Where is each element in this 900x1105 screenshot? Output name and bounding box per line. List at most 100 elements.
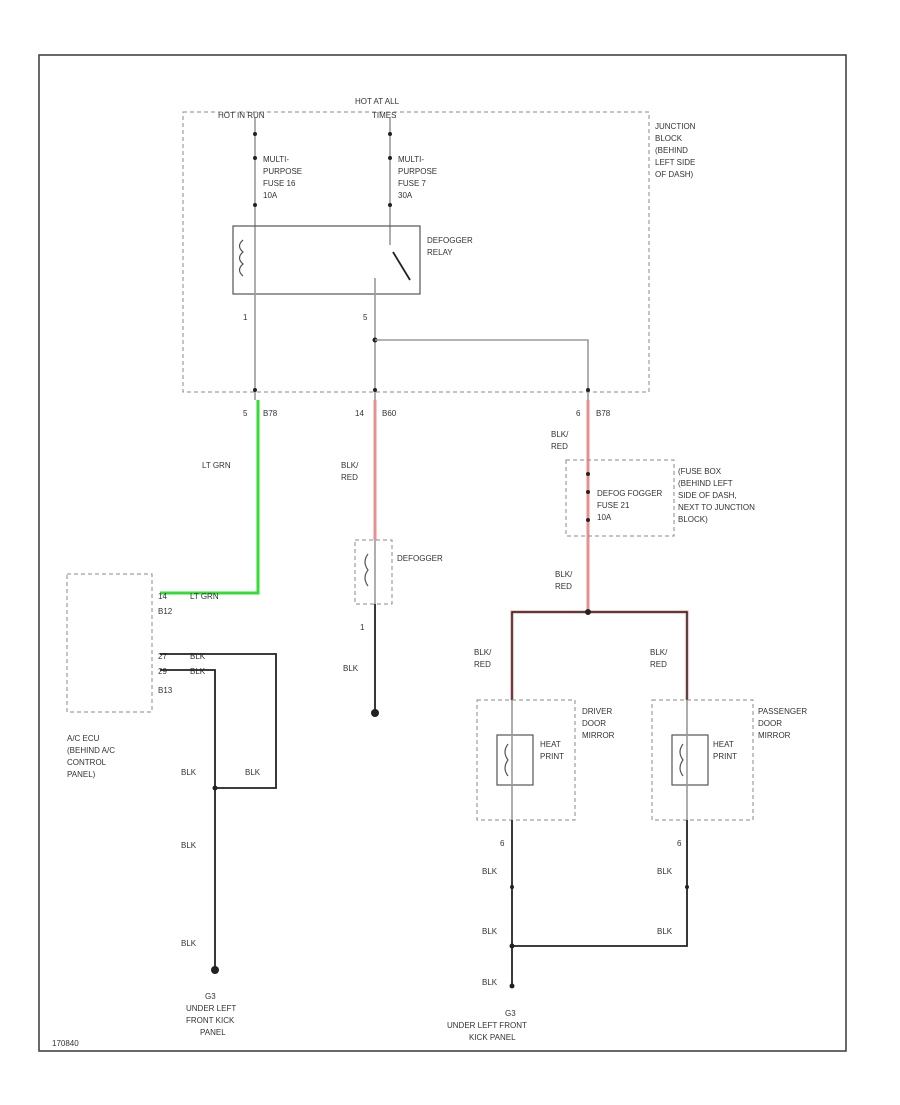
passenger-mirror-outline <box>651 699 754 821</box>
svg-text:G3: G3 <box>505 1009 516 1018</box>
blk-label-1: BLK <box>181 768 197 777</box>
svg-text:DEFOG FOGGER: DEFOG FOGGER <box>597 489 663 498</box>
fuse16-mid-dot <box>253 156 257 160</box>
svg-text:UNDER LEFT FRONT: UNDER LEFT FRONT <box>447 1021 527 1030</box>
blk-drv-2: BLK <box>482 927 498 936</box>
svg-text:MULTI-: MULTI- <box>263 155 289 164</box>
blk-label-4: BLK <box>181 939 197 948</box>
branch-to-right <box>375 339 589 400</box>
svg-text:PRINT: PRINT <box>540 752 564 761</box>
blk-red-driver-2: RED <box>474 660 491 669</box>
svg-text:MIRROR: MIRROR <box>582 731 615 740</box>
junction-block-outline <box>182 111 650 393</box>
fuse16-label: MULTI- PURPOSE FUSE 16 10A <box>263 155 302 200</box>
svg-text:PANEL): PANEL) <box>67 770 96 779</box>
relay-switch-icon <box>392 251 411 281</box>
svg-text:HEAT: HEAT <box>713 740 734 749</box>
blk-red-pass-1: BLK/ <box>650 648 668 657</box>
fuse16-top-dot <box>253 132 257 136</box>
svg-text:SIDE OF DASH,: SIDE OF DASH, <box>678 491 737 500</box>
conn-mid-num: 14 <box>355 409 364 418</box>
passenger-heater-box <box>671 734 709 786</box>
conn-right-num: 6 <box>576 409 581 418</box>
ecu-b13-id: B13 <box>158 686 173 695</box>
passenger-gnd-pin: 6 <box>677 839 682 848</box>
svg-text:(BEHIND A/C: (BEHIND A/C <box>67 746 115 755</box>
blk-red-pass-2: RED <box>650 660 667 669</box>
conn-left-dot <box>253 388 257 392</box>
hot-at-all-label: HOT AT ALL <box>355 97 400 106</box>
svg-text:BLOCK: BLOCK <box>655 134 683 143</box>
ground-left-icon <box>211 966 219 974</box>
fuse7-top-dot <box>388 132 392 136</box>
svg-text:MULTI-: MULTI- <box>398 155 424 164</box>
svg-text:PURPOSE: PURPOSE <box>398 167 437 176</box>
ac-ecu-label: A/C ECU (BEHIND A/C CONTROL PANEL) <box>67 734 115 779</box>
relay-label: DEFOGGER RELAY <box>427 236 473 257</box>
blk-red-mid-2: RED <box>341 473 358 482</box>
passenger-mirror-label: PASSENGER DOOR MIRROR <box>758 707 807 740</box>
ground-left-label: G3 UNDER LEFT FRONT KICK PANEL <box>186 992 236 1037</box>
driver-gnd-pin: 6 <box>500 839 505 848</box>
conn-right-id: B78 <box>596 409 611 418</box>
svg-text:PRINT: PRINT <box>713 752 737 761</box>
blk-pass-1: BLK <box>657 867 673 876</box>
svg-text:CONTROL: CONTROL <box>67 758 107 767</box>
ecu-gnd-splice <box>212 785 218 791</box>
conn-right-dot <box>586 388 590 392</box>
defogger-element-icon <box>364 553 369 587</box>
conn-mid-id: B60 <box>382 409 397 418</box>
svg-text:KICK PANEL: KICK PANEL <box>469 1033 516 1042</box>
svg-text:(FUSE BOX: (FUSE BOX <box>678 467 722 476</box>
lt-grn-wire <box>160 400 260 595</box>
blk-red-right-1: BLK/ <box>551 430 569 439</box>
svg-text:FUSE 7: FUSE 7 <box>398 179 427 188</box>
ac-ecu-outline <box>66 573 153 713</box>
defogger-label: DEFOGGER <box>397 554 443 563</box>
svg-text:DOOR: DOOR <box>582 719 606 728</box>
passenger-heat-print-label: HEAT PRINT <box>713 740 737 761</box>
svg-text:LEFT SIDE: LEFT SIDE <box>655 158 695 167</box>
svg-text:(BEHIND: (BEHIND <box>655 146 688 155</box>
svg-text:DEFOGGER: DEFOGGER <box>427 236 473 245</box>
blk-label-3: BLK <box>181 841 197 850</box>
svg-text:HEAT: HEAT <box>540 740 561 749</box>
driver-heat-print-label: HEAT PRINT <box>540 740 564 761</box>
svg-text:10A: 10A <box>263 191 278 200</box>
blk-pass-2: BLK <box>657 927 673 936</box>
mirror-split-dot <box>585 609 591 615</box>
svg-text:(BEHIND LEFT: (BEHIND LEFT <box>678 479 733 488</box>
ecu-b12-color: LT GRN <box>190 592 219 601</box>
mirror-gnd-splice <box>509 943 515 949</box>
fuse-box-outline <box>565 459 675 537</box>
fuse-box-label: (FUSE BOX (BEHIND LEFT SIDE OF DASH, NEX… <box>678 467 755 524</box>
defogger-pin: 1 <box>360 623 365 632</box>
ground-right-icon <box>509 983 515 989</box>
svg-text:A/C ECU: A/C ECU <box>67 734 100 743</box>
times-label: TIMES <box>372 111 396 120</box>
lt-grn-label: LT GRN <box>202 461 231 470</box>
ecu-b13-color1: BLK <box>190 652 206 661</box>
ecu-gnd-wire-2 <box>160 669 216 970</box>
ecu-b13-pin1: 27 <box>158 652 167 661</box>
defog-fuse-bot-dot <box>586 518 590 522</box>
relay-left-pin: 1 <box>243 313 248 322</box>
svg-text:PURPOSE: PURPOSE <box>263 167 302 176</box>
ecu-b12-id: B12 <box>158 607 173 616</box>
svg-text:FUSE 16: FUSE 16 <box>263 179 296 188</box>
junction-block-label: JUNCTION BLOCK (BEHIND LEFT SIDE OF DASH… <box>655 122 696 179</box>
blk-red-driver-1: BLK/ <box>474 648 492 657</box>
defog-fuse-mid-dot <box>586 490 590 494</box>
defogger-ground-icon <box>371 709 379 717</box>
blk-label-2: BLK <box>245 768 261 777</box>
svg-text:FRONT KICK: FRONT KICK <box>186 1016 235 1025</box>
svg-text:OF DASH): OF DASH) <box>655 170 694 179</box>
defogger-outline <box>354 539 393 605</box>
passenger-gnd-wire <box>512 820 688 947</box>
ecu-b13-pin2: 29 <box>158 667 167 676</box>
fuse16-bot-dot <box>253 203 257 207</box>
defogger-blk-label: BLK <box>343 664 359 673</box>
ecu-b12-pin: 14 <box>158 592 167 601</box>
driver-gnd-dot <box>510 885 514 889</box>
